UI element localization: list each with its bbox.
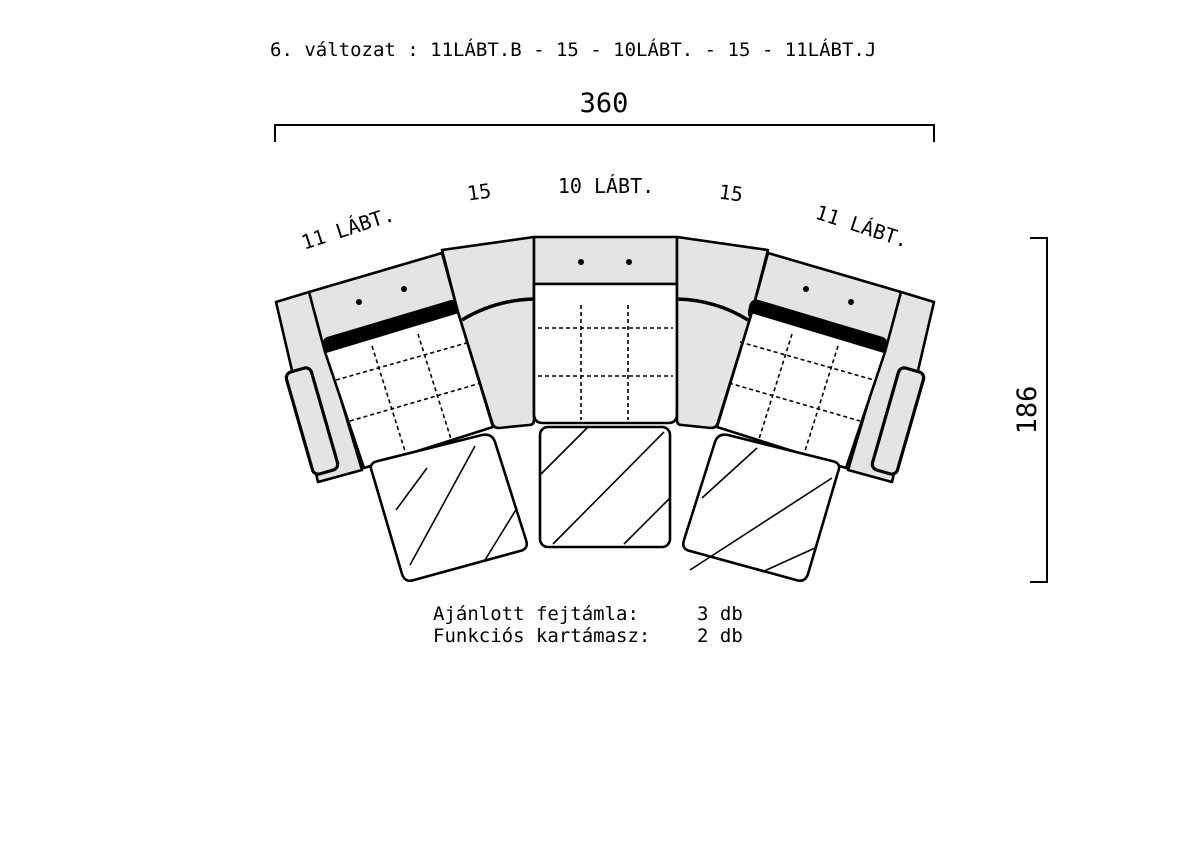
footrest-right [681, 433, 841, 583]
width-dimension: 360 [274, 88, 935, 142]
depth-dimension: 186 [1012, 237, 1048, 583]
corner-left [440, 235, 536, 430]
depth-dimension-line [1030, 237, 1048, 583]
variant-title: 6. változat : 11LÁBT.B - 15 - 10LÁBT. - … [270, 38, 876, 61]
headrest-button-icon [578, 259, 584, 265]
note-headrest-value: 3 db [697, 603, 743, 625]
note-headrest-label: Ajánlott fejtámla: [433, 603, 639, 625]
footrest-hatching-left [395, 445, 518, 566]
headrest-button-icon [803, 286, 809, 292]
headrest-button-icon [626, 259, 632, 265]
module-middle [532, 235, 679, 549]
footrest-hatching-middle [539, 426, 671, 545]
module-label-middle: 10 LÁBT. [558, 174, 654, 198]
module-label-left: 11 LÁBT. [298, 202, 397, 255]
corner-right-seam [676, 297, 749, 322]
module-corner-left [440, 235, 536, 430]
note-armrest-value: 2 db [697, 625, 743, 647]
backrest-middle [532, 235, 679, 286]
headrest-button-icon [401, 286, 407, 292]
function-armrest-left [284, 366, 340, 476]
depth-value: 186 [1012, 386, 1043, 435]
note-armrest-label: Funkciós kartámasz: [433, 625, 650, 647]
seat-middle [532, 282, 679, 425]
width-value: 360 [580, 88, 629, 119]
module-label-right: 11 LÁBT. [813, 200, 912, 253]
headrest-button-icon [848, 299, 854, 305]
footrest-middle [538, 425, 672, 549]
corner-left-seam [461, 297, 535, 322]
notes: Ajánlott fejtámla: 3 db Funkciós kartáma… [433, 603, 743, 647]
width-dimension-line [274, 124, 935, 142]
footrest-hatching-right [689, 447, 833, 573]
footrest-left [369, 433, 529, 583]
module-right [681, 251, 936, 583]
seat-right [715, 310, 887, 470]
headrest-button-icon [356, 299, 362, 305]
function-armrest-right [870, 366, 926, 476]
module-label-corner-right: 15 [717, 180, 744, 207]
module-label-corner-left: 15 [465, 179, 492, 206]
